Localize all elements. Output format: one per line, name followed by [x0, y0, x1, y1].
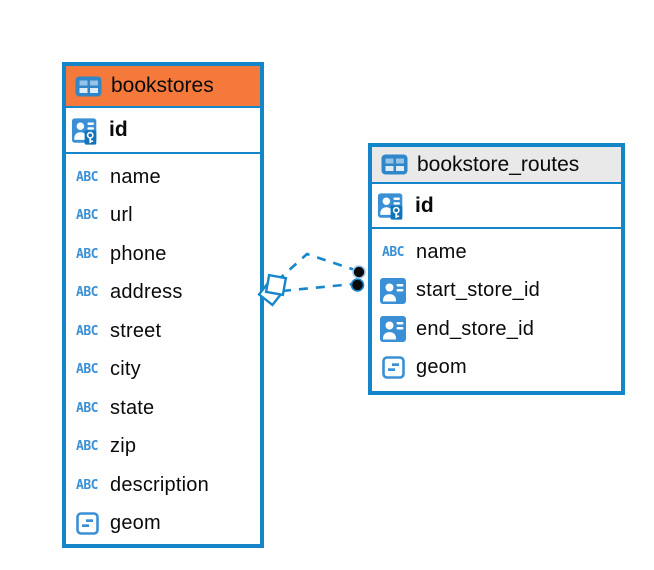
entity-title: bookstores	[111, 74, 214, 97]
entity-title: bookstore_routes	[417, 152, 580, 176]
column-row-city[interactable]: ABC city	[66, 351, 260, 390]
text-column-icon: ABC	[76, 169, 98, 185]
column-row-phone[interactable]: ABC phone	[66, 235, 260, 274]
text-column-icon: ABC	[76, 477, 98, 493]
column-row-geom[interactable]: geom	[372, 349, 621, 388]
column-row-end-store-id[interactable]: end_store_id	[372, 310, 621, 349]
column-row-zip[interactable]: ABC zip	[66, 428, 260, 467]
column-row-description[interactable]: ABC description	[66, 466, 260, 505]
entity-bookstores-header[interactable]: bookstores	[66, 66, 260, 108]
geometry-column-icon	[378, 356, 408, 380]
table-icon	[379, 154, 409, 175]
primary-key-icon	[377, 190, 407, 221]
column-row-id[interactable]: id	[66, 108, 260, 154]
foreign-key-icon	[378, 316, 408, 343]
column-row-name[interactable]: ABC name	[66, 158, 260, 197]
table-icon	[73, 76, 103, 97]
column-row-id[interactable]: id	[372, 184, 621, 229]
geometry-column-icon	[72, 512, 102, 536]
text-column-icon: ABC	[76, 246, 98, 262]
primary-key-name: id	[109, 118, 128, 141]
foreign-key-icon	[378, 277, 408, 304]
text-column-icon: ABC	[382, 244, 404, 260]
column-row-street[interactable]: ABC street	[66, 312, 260, 351]
relationship-line-start-store[interactable]	[276, 252, 356, 282]
primary-key-icon	[71, 115, 101, 146]
column-list: ABC name start_store_id	[372, 229, 621, 387]
text-column-icon: ABC	[76, 400, 98, 416]
endpoint-dot	[350, 265, 366, 292]
text-column-icon: ABC	[76, 285, 98, 301]
relationship-line-end-store[interactable]	[281, 282, 354, 293]
column-row-start-store-id[interactable]: start_store_id	[372, 272, 621, 311]
text-column-icon: ABC	[76, 323, 98, 339]
column-row-url[interactable]: ABC url	[66, 197, 260, 236]
primary-key-name: id	[415, 193, 434, 217]
entity-bookstore-routes-header[interactable]: bookstore_routes	[372, 147, 621, 184]
column-row-geom[interactable]: geom	[66, 505, 260, 544]
text-column-icon: ABC	[76, 362, 98, 378]
column-list: ABC name ABC url ABC phone ABC address A…	[66, 154, 260, 543]
column-row-state[interactable]: ABC state	[66, 389, 260, 428]
entity-bookstore-routes[interactable]: bookstore_routes id ABC	[368, 143, 625, 395]
entity-bookstores[interactable]: bookstores id ABC	[62, 62, 264, 548]
text-column-icon: ABC	[76, 439, 98, 455]
column-row-name[interactable]: ABC name	[372, 233, 621, 272]
column-row-address[interactable]: ABC address	[66, 274, 260, 313]
text-column-icon: ABC	[76, 208, 98, 224]
